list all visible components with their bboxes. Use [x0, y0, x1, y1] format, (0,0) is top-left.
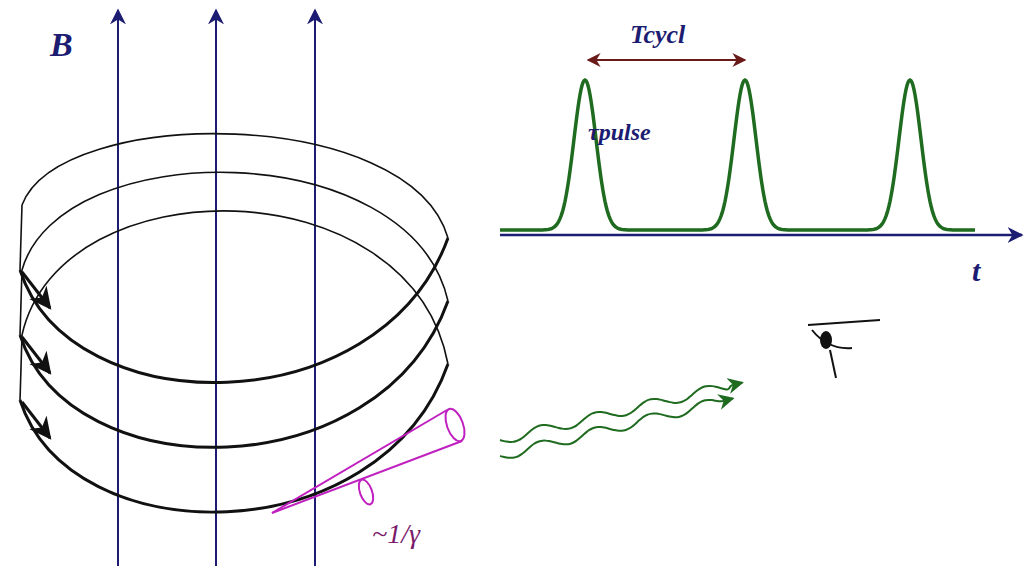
time-axis: [500, 234, 1022, 237]
orbit-arrow: [22, 402, 50, 438]
cone-edge: [272, 441, 462, 513]
cone-angle-label: ~1/γ: [372, 520, 420, 548]
orbit-jog: [20, 205, 22, 270]
orbit-jog: [20, 270, 22, 335]
orbit-back: [22, 211, 448, 364]
cone-edge: [272, 410, 447, 513]
orbit-arrow: [22, 337, 50, 373]
pulse-train: [500, 80, 975, 230]
pulse-label: τpulse: [588, 120, 651, 144]
cone-rim: [442, 406, 469, 443]
orbit-back: [22, 172, 448, 301]
cone-rim: [356, 478, 376, 507]
field-line: [117, 10, 119, 566]
field-line: [215, 10, 217, 566]
orbit-jog: [20, 335, 22, 400]
period-label: Tcycl: [630, 22, 685, 48]
orbit-front: [20, 301, 448, 447]
orbit-front: [20, 238, 448, 383]
field-line: [314, 10, 316, 566]
orbit-arrow: [22, 272, 50, 308]
eye-lid: [812, 330, 852, 348]
axis-label: t: [972, 256, 980, 286]
eye-pupil: [820, 331, 832, 349]
period-arrow: [588, 59, 745, 61]
eye-lash: [830, 350, 836, 378]
orbit-back: [22, 134, 448, 238]
orbit-front: [20, 364, 448, 512]
radiation-wave: [500, 383, 742, 442]
field-label: B: [50, 28, 73, 62]
radiation-wave: [500, 398, 733, 457]
eye-lid: [808, 320, 880, 325]
